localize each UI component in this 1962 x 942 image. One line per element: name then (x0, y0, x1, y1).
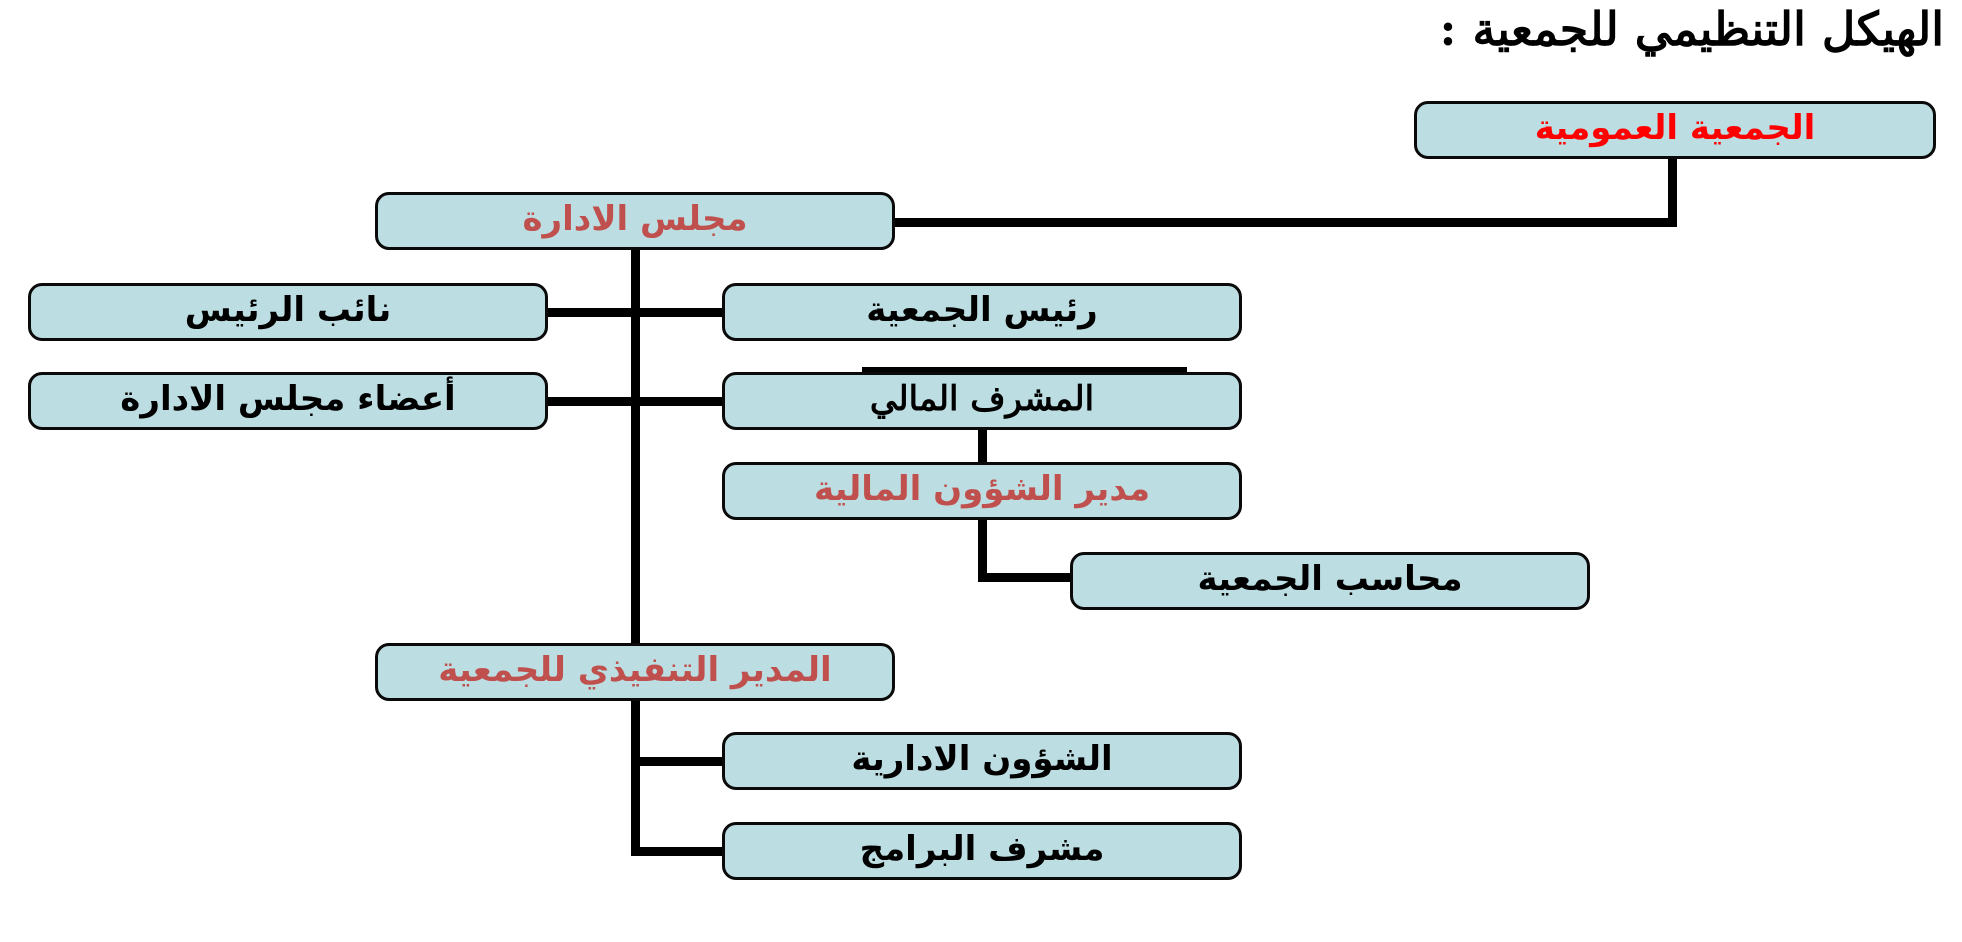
connector-finsup-to-finmgr (978, 428, 987, 465)
connector-to-board-members (546, 397, 636, 406)
node-board-members: أعضاء مجلس الادارة (28, 372, 548, 430)
connector-to-programs-supervisor (631, 847, 725, 856)
node-financial-supervisor-label: المشرف المالي (869, 379, 1095, 419)
node-admin-affairs-label: الشؤون الادارية (851, 739, 1113, 779)
page-title: الهيكل التنظيمي للجمعية : (1439, 2, 1944, 56)
connector-to-president (636, 308, 724, 317)
node-vice-president: نائب الرئيس (28, 283, 548, 341)
connector-to-accountant (978, 573, 1073, 582)
connector-to-admin-affairs (631, 757, 725, 766)
stray-line-over-financial-supervisor (862, 367, 1187, 372)
connector-general-assembly-to-board (893, 218, 1677, 227)
node-programs-supervisor-label: مشرف البرامج (859, 829, 1105, 869)
node-admin-affairs: الشؤون الادارية (722, 732, 1242, 790)
node-vice-president-label: نائب الرئيس (184, 290, 392, 330)
node-programs-supervisor: مشرف البرامج (722, 822, 1242, 880)
node-president-label: رئيس الجمعية (866, 290, 1098, 330)
node-board: مجلس الادارة (375, 192, 895, 250)
node-financial-supervisor: المشرف المالي (722, 372, 1242, 430)
connector-to-financial-supervisor (636, 397, 724, 406)
node-accountant-label: محاسب الجمعية (1197, 559, 1463, 599)
node-executive-director: المدير التنفيذي للجمعية (375, 643, 895, 701)
connector-to-vice-president (546, 308, 636, 317)
node-president: رئيس الجمعية (722, 283, 1242, 341)
node-general-assembly: الجمعية العمومية (1414, 101, 1936, 159)
connector-general-assembly-vertical (1668, 156, 1677, 226)
node-board-members-label: أعضاء مجلس الادارة (120, 379, 456, 419)
node-accountant: محاسب الجمعية (1070, 552, 1590, 610)
connector-board-trunk (631, 248, 640, 856)
node-board-label: مجلس الادارة (522, 199, 748, 239)
node-general-assembly-label: الجمعية العمومية (1534, 108, 1816, 148)
node-executive-director-label: المدير التنفيذي للجمعية (438, 650, 832, 690)
connector-finmgr-down (978, 518, 987, 582)
node-financial-affairs-manager-label: مدير الشؤون المالية (814, 469, 1151, 509)
node-financial-affairs-manager: مدير الشؤون المالية (722, 462, 1242, 520)
